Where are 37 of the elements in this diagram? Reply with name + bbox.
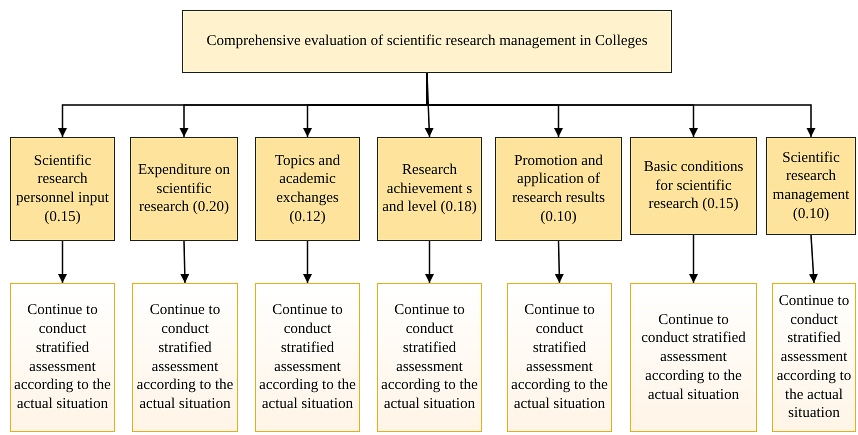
- indicator-box: [495, 137, 622, 241]
- box-text: Comprehensive evaluation of scientific research management in Colleges: [206, 32, 648, 51]
- note-box: [10, 283, 115, 432]
- indicator-box: [10, 137, 115, 241]
- note-box: [630, 283, 757, 432]
- box-text: Basic conditions for scientific research (0.15): [642, 158, 744, 214]
- indicator-box: [377, 137, 482, 241]
- box-text: Promotion and application of research results (0.10): [511, 152, 606, 226]
- indicator-box: [255, 137, 360, 241]
- box-text: Scientific research personnel input (0.15): [15, 152, 110, 226]
- note-box: [255, 283, 360, 432]
- box-text: Continue to conduct stratified assessment according to the actual situation: [136, 301, 234, 414]
- box-text: Continue to conduct stratified assessment according to the actual situation: [776, 292, 852, 424]
- box-text: Expenditure on scientific research (0.20): [136, 160, 232, 218]
- note-box: [132, 283, 238, 432]
- indicator-box: [130, 137, 238, 241]
- box-text: Continue to conduct stratified assessment according to the actual situation: [14, 301, 111, 414]
- indicator-box: [766, 137, 856, 235]
- arrow: [689, 235, 698, 283]
- indicator-box: [630, 137, 757, 235]
- title-box: [182, 10, 672, 73]
- note-box: [507, 283, 612, 432]
- arrow: [58, 241, 67, 283]
- arrow: [303, 241, 312, 283]
- box-text: Topics and academic exchanges (0.12): [274, 152, 342, 226]
- box-text: Continue to conduct stratified assessment according to the actual situation: [640, 310, 747, 404]
- arrow: [180, 240, 190, 284]
- box-text: Continue to conduct stratified assessment according to the actual situation: [511, 301, 608, 414]
- box-text: Research achievement s and level (0.18): [382, 160, 477, 218]
- box-text: Continue to conduct stratified assessment according to the actual situation: [381, 301, 478, 414]
- box-text: Scientific research management (0.10): [772, 148, 850, 224]
- arrow: [425, 241, 434, 283]
- arrow: [554, 240, 564, 284]
- arrow: [808, 234, 818, 284]
- note-box: [377, 283, 482, 432]
- note-box: [772, 283, 856, 432]
- box-text: Continue to conduct stratified assessment according to the actual situation: [259, 301, 356, 414]
